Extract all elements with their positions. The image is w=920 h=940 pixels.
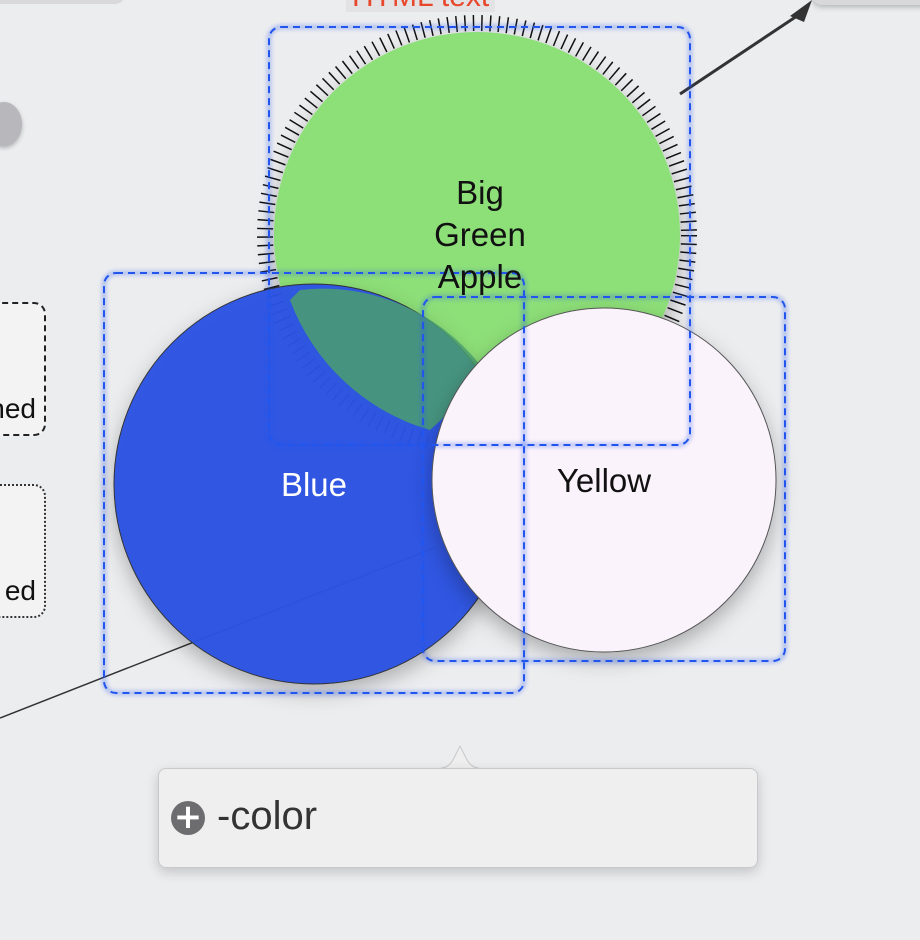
big-green-apple-label: Big Green Apple: [380, 172, 580, 298]
big-green-label-line-2: Green: [434, 216, 526, 253]
add-property-popover: + -color: [158, 768, 758, 868]
selection-box-yellow: [422, 296, 786, 662]
partial-node-top-left[interactable]: [0, 0, 125, 4]
arrowhead-icon: [790, 0, 812, 22]
yellow-label: Yellow: [556, 462, 652, 499]
side-node-dashed-label: hed: [0, 393, 36, 424]
add-color-label[interactable]: -color: [217, 794, 318, 838]
plus-circle-icon[interactable]: +: [171, 800, 205, 835]
side-node-dotted[interactable]: ed: [0, 484, 46, 618]
blue-label: Blue: [280, 466, 348, 503]
selection-box-green: [268, 26, 691, 446]
partial-node-gray[interactable]: [0, 102, 22, 146]
green-blue-overlap: [290, 288, 480, 430]
big-green-label-line-1: Big: [456, 174, 504, 211]
side-node-dotted-label: ed: [4, 575, 36, 606]
popover-arrow: [432, 744, 488, 770]
selection-boxes: [102, 25, 787, 695]
side-node-dashed[interactable]: hed: [0, 302, 46, 436]
html-text-node[interactable]: HTML text: [346, 0, 496, 12]
partial-node-top-right[interactable]: [812, 0, 920, 5]
selection-box-blue: [103, 272, 525, 694]
edge-green-to-top-right[interactable]: [679, 8, 807, 96]
big-green-label-line-3: Apple: [437, 258, 523, 295]
